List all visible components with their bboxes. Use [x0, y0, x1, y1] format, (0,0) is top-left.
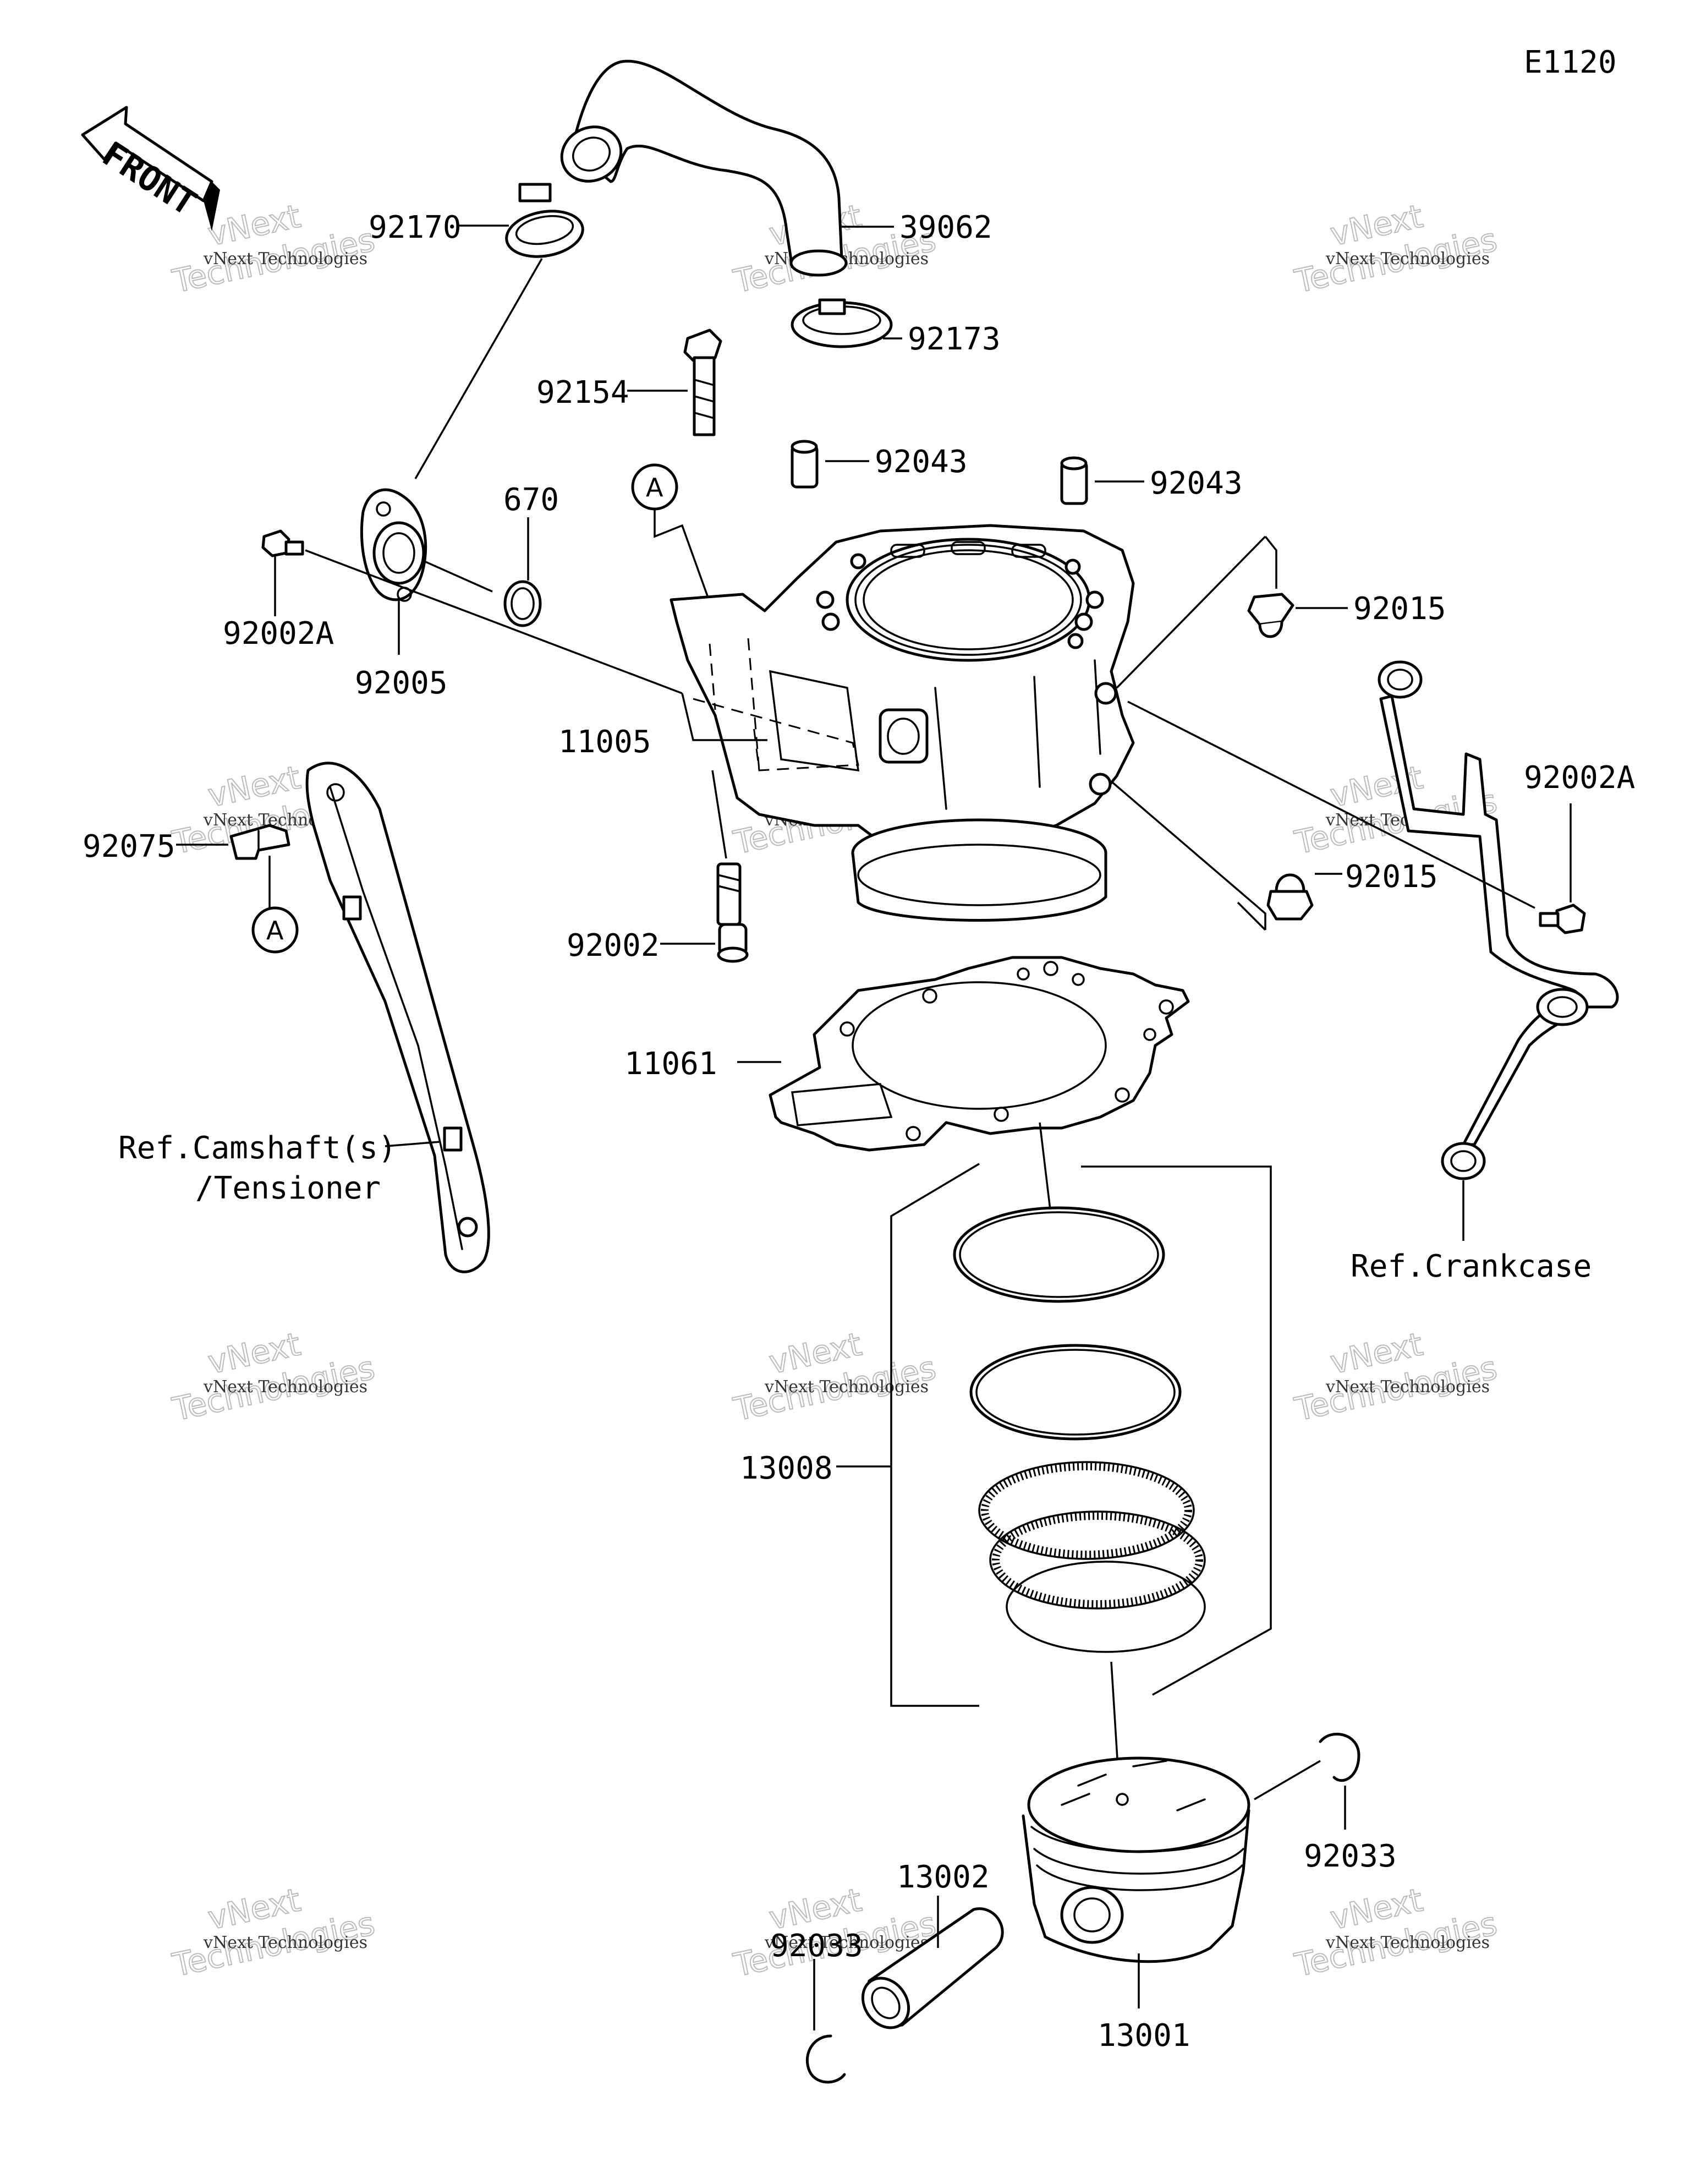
oil-pipe [1378, 660, 1619, 1180]
part-label-92002a-right: 92002A [1524, 760, 1635, 796]
bolt-92002a-right [1539, 904, 1586, 934]
watermark: Technologies vNext vNext Technologies [1291, 1880, 1501, 1984]
part-label-92015-top: 92015 [1353, 591, 1446, 627]
watermark: Technologies vNext vNext Technologies [168, 1324, 378, 1428]
part-label-92002a-left: 92002A [223, 616, 334, 652]
nut-92015-top [1247, 593, 1294, 638]
ref-crankcase-label: Ref.Crankcase [1351, 1249, 1592, 1284]
svg-text:vNext Technologies: vNext Technologies [764, 1377, 929, 1397]
part-label-92170: 92170 [369, 210, 462, 245]
ref-camshaft-label-line2: /Tensioner [195, 1170, 381, 1206]
cylinder-head-gasket [769, 956, 1190, 1152]
part-label-92173: 92173 [908, 321, 1001, 357]
o-ring-670 [503, 580, 542, 627]
svg-text:vNext Technologies: vNext Technologies [203, 1377, 367, 1397]
breather-hose [560, 59, 848, 277]
piston-ring-top [953, 1206, 1165, 1303]
watermark: Technologies vNext vNext Technologies [1291, 196, 1501, 300]
reference-marker-a-lower [251, 906, 299, 954]
snap-ring-92033-left [805, 2034, 846, 2084]
bolt-92154 [683, 329, 722, 436]
part-label-92005: 92005 [355, 665, 448, 701]
svg-text:vNext Technologies: vNext Technologies [1325, 249, 1490, 269]
part-label-13008: 13008 [740, 1450, 833, 1486]
front-arrow-icon: FRONT [81, 106, 220, 231]
part-label-670: 670 [503, 482, 559, 518]
part-label-11061: 11061 [624, 1046, 717, 1082]
watermark: Technologies vNext vNext Technologies [168, 1880, 378, 1984]
part-label-92033-left: 92033 [770, 1928, 863, 1964]
watermark: Technologies vNext vNext Technologies [729, 1324, 940, 1428]
hose-clamp-92170 [505, 183, 584, 258]
cylinder-block [670, 524, 1135, 922]
part-label-39062: 39062 [899, 210, 992, 245]
part-label-92015-bottom: 92015 [1345, 859, 1438, 895]
diagram-code: E1120 [1524, 45, 1617, 80]
part-label-13001: 13001 [1098, 2018, 1190, 2054]
bolt-92002 [716, 862, 749, 963]
part-label-92043-right: 92043 [1150, 466, 1243, 501]
svg-text:vNext Technologies: vNext Technologies [203, 1933, 367, 1952]
svg-text:vNext Technologies: vNext Technologies [1325, 1377, 1490, 1397]
fitting-92005 [360, 488, 427, 602]
svg-text:vNext Technologies: vNext Technologies [1325, 1933, 1490, 1952]
reference-marker-a-label: A [646, 473, 663, 502]
part-label-92033-right: 92033 [1304, 1838, 1397, 1874]
piston-ring-second [969, 1344, 1182, 1441]
piston [1022, 1756, 1250, 1963]
cam-chain-guide [305, 762, 490, 1273]
dowel-pin-92043-right [1060, 456, 1088, 505]
part-label-92154: 92154 [536, 375, 629, 410]
ref-camshaft-label-line1: Ref.Camshaft(s) [118, 1130, 397, 1166]
reference-marker-a-lower-label: A [266, 916, 284, 945]
part-label-92002: 92002 [567, 928, 660, 964]
dowel-pin-92043-left [791, 440, 819, 489]
part-label-92075: 92075 [83, 829, 175, 864]
part-label-92043-left: 92043 [875, 444, 968, 480]
svg-text:vNext Technologies: vNext Technologies [764, 1933, 929, 1952]
nut-92015-bottom [1266, 873, 1314, 921]
part-label-11005: 11005 [558, 724, 651, 760]
svg-text:vNext Technologies: vNext Technologies [203, 249, 367, 269]
snap-ring-92033-right [1319, 1732, 1360, 1782]
hose-clamp-92173 [791, 298, 893, 348]
watermark: Technologies vNext vNext Technologies [1291, 1324, 1501, 1428]
piston-pin [861, 1907, 1004, 2029]
part-label-13002: 13002 [897, 1859, 990, 1895]
bolt-92002a-left [261, 529, 304, 557]
oil-ring-expander [978, 1461, 1206, 1653]
clip-92075 [229, 824, 290, 860]
